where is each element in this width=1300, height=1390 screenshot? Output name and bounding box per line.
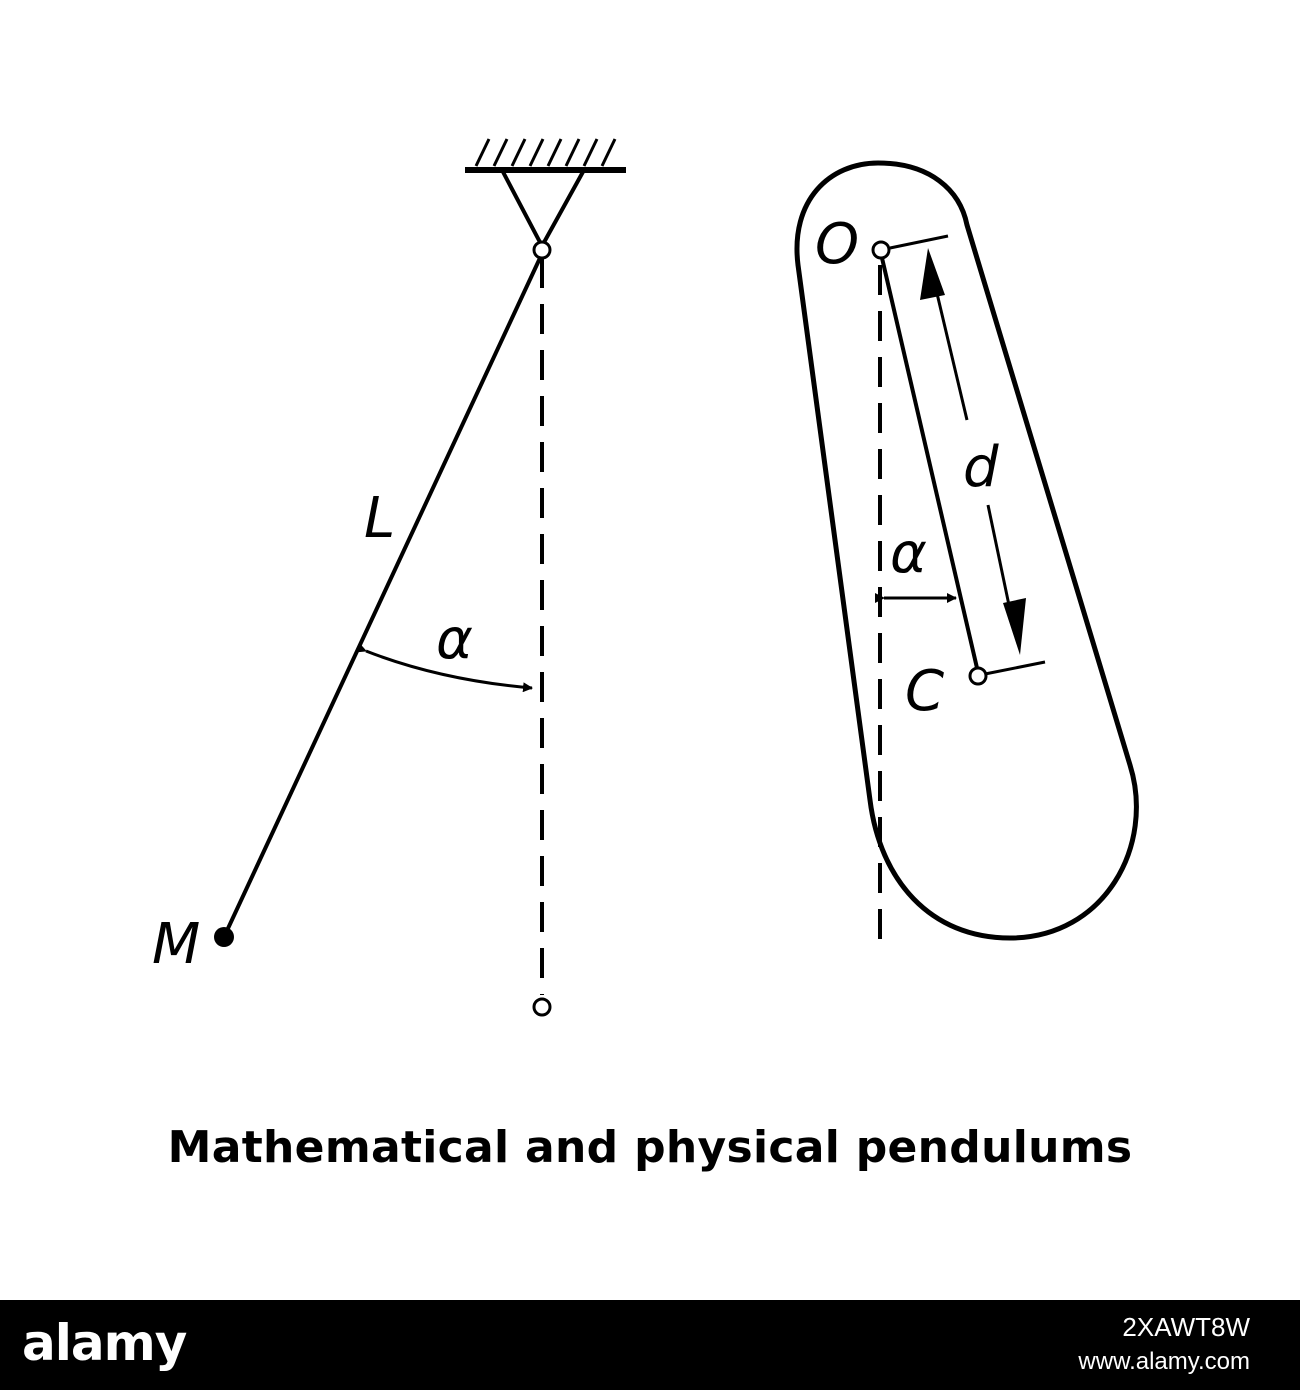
brand-logo: alamy xyxy=(22,1314,187,1372)
site-url: www.alamy.com xyxy=(1078,1348,1250,1375)
center-of-mass-point xyxy=(968,666,988,686)
pivot-to-center-line xyxy=(880,257,979,669)
length-label: L xyxy=(364,486,395,551)
suspension-pivot xyxy=(532,240,552,260)
angle-label-physical: α xyxy=(890,521,927,586)
angle-label-math: α xyxy=(436,607,473,672)
extension-line-bottom xyxy=(984,660,1046,676)
lowest-point xyxy=(532,997,552,1017)
distance-arrow-up xyxy=(933,284,969,421)
mathematical-pendulum: M L α xyxy=(152,138,626,1017)
distance-arrow-down xyxy=(986,504,1012,611)
rigid-body xyxy=(794,160,1139,941)
pivot-point xyxy=(871,240,891,260)
physical-pendulum: O d α C xyxy=(794,160,1139,955)
extension-line-top xyxy=(889,234,949,250)
mass-label: M xyxy=(152,912,200,977)
ceiling-support xyxy=(465,138,626,251)
distance-label: d xyxy=(963,435,999,500)
distance-arrowhead-down xyxy=(1003,598,1026,655)
angle-arc xyxy=(355,643,533,693)
pendulum-string xyxy=(222,257,542,938)
image-code: 2XAWT8W xyxy=(1122,1312,1250,1342)
stock-footer-bar: alamy 2XAWT8W www.alamy.com xyxy=(0,1300,1300,1390)
distance-arrowhead-up xyxy=(920,248,945,300)
mass-point xyxy=(214,927,234,947)
pendulum-diagram: M L α O d α C xyxy=(152,138,1139,1017)
diagram-caption: Mathematical and physical pendulums xyxy=(167,1122,1133,1173)
center-of-mass-label: C xyxy=(905,659,944,724)
pivot-label: O xyxy=(815,212,859,277)
